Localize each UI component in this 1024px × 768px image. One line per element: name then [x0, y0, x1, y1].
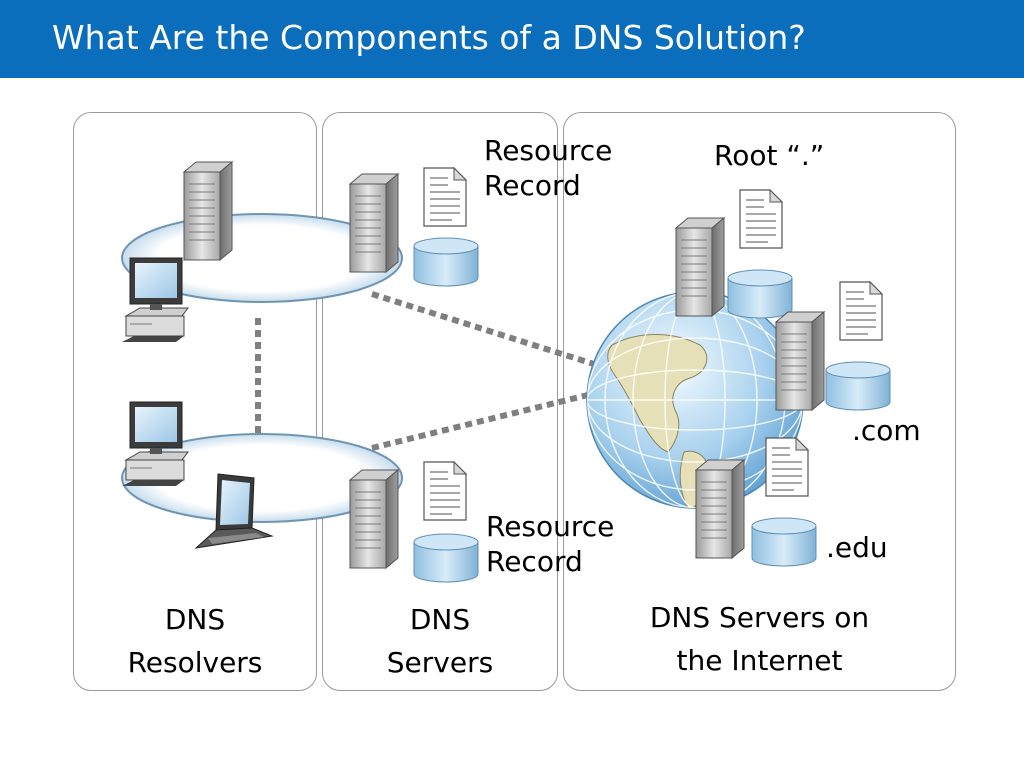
document-icon — [839, 281, 883, 341]
panel-label-internet-line2: the Internet — [676, 644, 843, 677]
panel-label-servers-line2: Servers — [386, 646, 494, 679]
document-icon — [765, 437, 809, 497]
server-icon — [775, 311, 825, 411]
resource-record-bottom-line2: Record — [486, 545, 583, 578]
server-icon — [349, 469, 399, 569]
workstation-icon — [121, 257, 189, 343]
com-label: .com — [852, 414, 921, 447]
database-icon — [727, 269, 793, 319]
server-icon — [675, 217, 725, 317]
database-icon — [825, 361, 891, 411]
resource-record-top-line1: Resource — [484, 134, 613, 167]
server-icon — [183, 161, 233, 261]
document-icon — [423, 461, 467, 521]
panel-label-resolvers-line2: Resolvers — [127, 646, 263, 679]
root-label: Root “.” — [714, 139, 825, 172]
resource-record-top-line2: Record — [484, 169, 581, 202]
server-icon — [695, 459, 745, 559]
panel-label-resolvers-line1: DNS — [164, 603, 226, 636]
edu-label: .edu — [826, 531, 888, 564]
slide-title: What Are the Components of a DNS Solutio… — [52, 18, 806, 57]
database-icon — [413, 237, 479, 287]
document-icon — [739, 189, 783, 249]
resource-record-bottom-line1: Resource — [486, 510, 615, 543]
workstation-icon — [121, 401, 189, 487]
link-top-to-internet — [371, 291, 601, 369]
panel-label-servers-line1: DNS — [409, 603, 471, 636]
database-icon — [413, 533, 479, 583]
panel-label-internet-line1: DNS Servers on — [649, 601, 870, 634]
network-ring-bottom — [121, 433, 403, 523]
title-bar: What Are the Components of a DNS Solutio… — [0, 0, 1024, 78]
database-icon — [751, 517, 817, 567]
server-icon — [349, 173, 399, 273]
link-bottom-to-internet — [371, 389, 601, 451]
document-icon — [423, 167, 467, 227]
